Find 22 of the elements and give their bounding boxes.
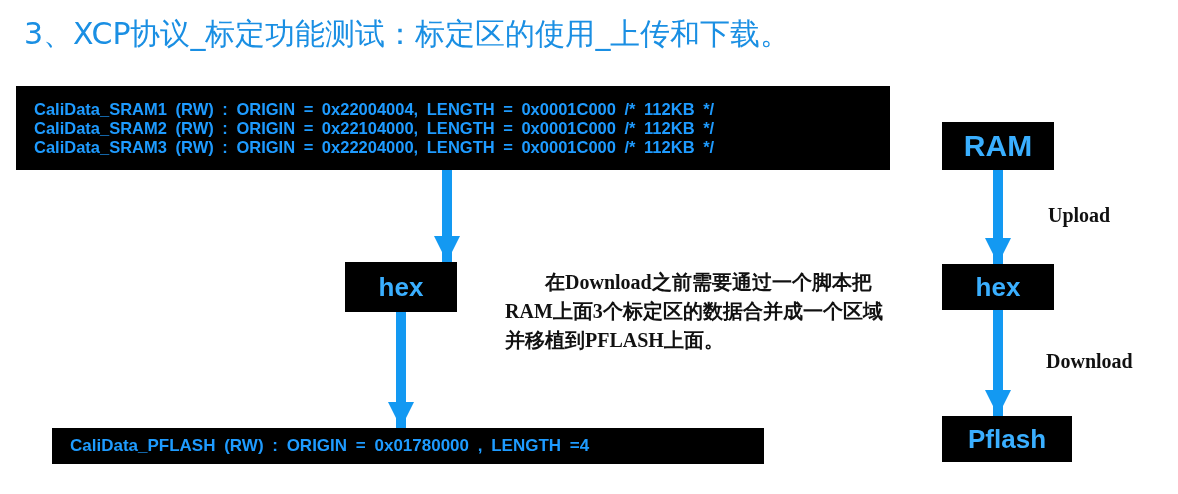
block-box	[942, 416, 1072, 462]
block-label: RAM	[963, 129, 1033, 163]
slide-title: 3、XCP协议_标定功能测试：标定区的使用_上传和下载。	[24, 15, 791, 53]
memory-region-box	[16, 86, 890, 170]
block-box	[345, 262, 457, 312]
arrow	[388, 312, 414, 428]
edge-label: Download	[1046, 350, 1133, 373]
block-label: hex	[975, 271, 1021, 303]
edge-label: Upload	[1048, 204, 1111, 227]
note-paragraph: 在Download之前需要通过一个脚本把RAM上面3个标定区的数据合并成一个区域并移植到PFLASH上面。	[505, 270, 884, 353]
memory-region-box	[52, 428, 764, 464]
memory-definition-text: CaliData_SRAM2 (RW) : ORIGIN = 0x22104000, LENGTH = 0x0001C000 /* 112KB */	[34, 118, 715, 138]
block-label: hex	[378, 271, 424, 303]
arrow	[985, 310, 1011, 416]
memory-definition-text: CaliData_PFLASH (RW) : ORIGIN = 0x01780000 , LENGTH =4	[70, 436, 590, 456]
arrow	[434, 170, 460, 262]
block-label: Pflash	[968, 423, 1046, 455]
memory-definition-text: CaliData_SRAM1 (RW) : ORIGIN = 0x22004004, LENGTH = 0x0001C000 /* 112KB */	[34, 99, 715, 119]
block-box	[942, 264, 1054, 310]
arrow	[985, 170, 1011, 264]
memory-definition-text: CaliData_SRAM3 (RW) : ORIGIN = 0x22204000, LENGTH = 0x0001C000 /* 112KB */	[34, 137, 715, 157]
block-box	[942, 122, 1054, 170]
